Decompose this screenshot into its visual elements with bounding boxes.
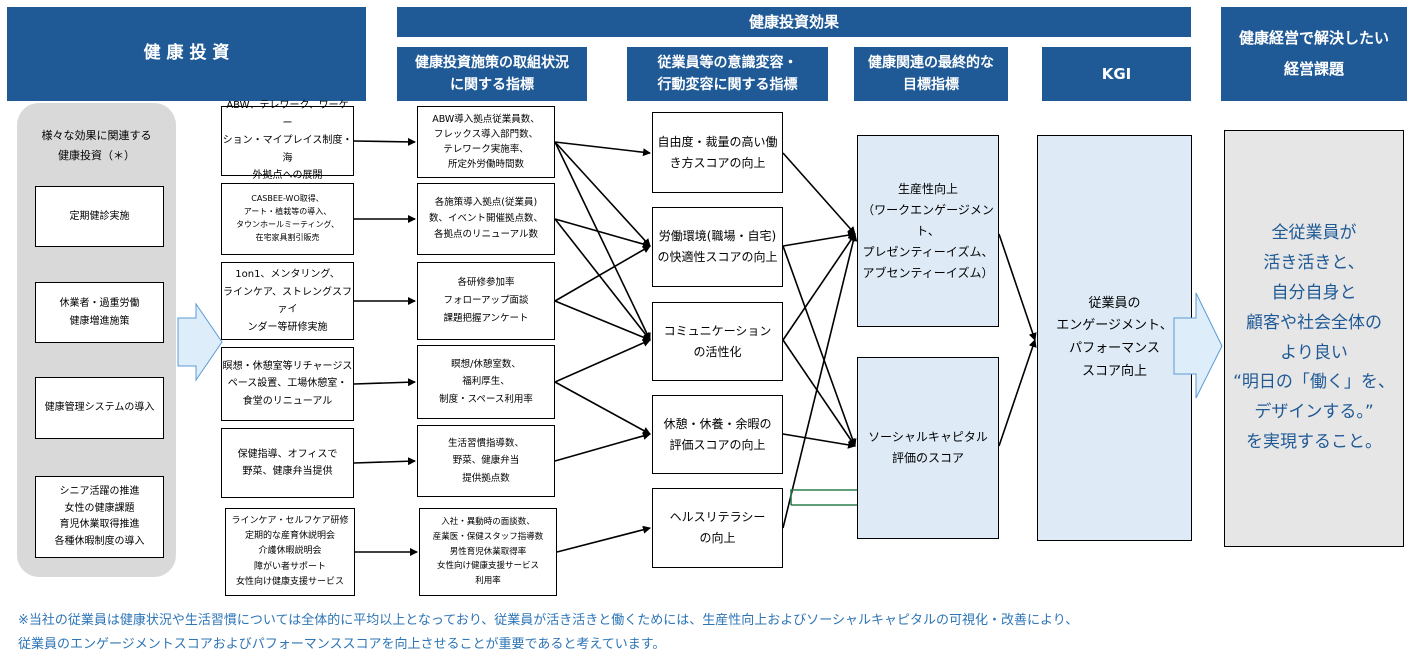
measure-training-support: ラインケア・セルフケア研修 定期的な産育休説明会 介護休暇説明会 障がい者サポー… — [225, 508, 355, 596]
header-investment: 健 康 投 資 — [7, 7, 366, 101]
indicator-training: 各研修参加率 フォローアップ面談 課題把握アンケート — [417, 262, 555, 340]
indicator-abw: ABW導入拠点従業員数、 フレックス導入部門数、 テレワーク実施率、 所定外労働… — [417, 106, 555, 178]
awareness-health-literacy: ヘルスリテラシー の向上 — [652, 488, 783, 568]
awareness-environment: 労働環境(職場・自宅) の快適性スコアの向上 — [652, 207, 783, 287]
header-initiative-indicators: 健康投資施策の取組状況 に関する指標 — [397, 47, 587, 101]
awareness-communication: コミュニケーション の活性化 — [652, 302, 783, 381]
header-management-issue: 健康経営で解決したい 経営課題 — [1221, 7, 1407, 101]
left-item-checkup: 定期健診実施 — [35, 186, 164, 247]
block-arrow-right — [1173, 292, 1223, 399]
health-investment-panel-title: 様々な効果に関連する 健康投資（＊） — [41, 129, 152, 162]
awareness-flexible-work: 自由度・裁量の高い働 き方スコアの向上 — [652, 112, 783, 193]
awareness-rest: 休憩・休養・余暇の 評価スコアの向上 — [652, 395, 783, 474]
header-awareness-indicators: 従業員等の意識変容・ 行動変容に関する指標 — [627, 47, 828, 101]
management-issue-statement: 全従業員が 活き活きと、 自分自身と 顧客や社会全体の より良い “明日の「働く… — [1224, 130, 1404, 547]
block-arrow-left — [177, 302, 223, 382]
final-productivity: 生産性向上 （ワークエンゲージメント、 プレゼンティーイズム、 アブセンティーイ… — [857, 135, 999, 327]
indicator-guidance: 生活習慣指導数、 野菜、健康弁当 提供拠点数 — [417, 425, 555, 497]
left-item-senior-women-leave: シニア活躍の推進 女性の健康課題 育児休業取得推進 各種休暇制度の導入 — [35, 476, 164, 558]
measure-casbee: CASBEE-WO取得、 アート・植栽等の導入、 タウンホールミーティング、 在… — [221, 183, 354, 255]
indicator-sites: 各施策導入拠点(従業員) 数、イベント開催拠点数、 各拠点のリニューアル数 — [417, 183, 555, 255]
kgi-engagement: 従業員の エンゲージメント、 パフォーマンス スコア向上 — [1037, 135, 1192, 541]
left-item-overwork: 休業者・過重労働 健康増進施策 — [35, 282, 164, 343]
measure-recharge-space: 瞑想・休憩室等リチャージス ペース設置、工場休憩室・ 食堂のリニューアル — [221, 347, 354, 421]
header-effect: 健康投資効果 — [397, 7, 1191, 37]
footnote-line-2: 従業員のエンゲージメントスコアおよびパフォーマンススコアを向上させることが重要で… — [18, 637, 666, 652]
measure-1on1: 1on1、メンタリング、 ラインケア、ストレングスファイ ンダー等研修実施 — [221, 262, 354, 340]
indicator-interviews: 入社・異動時の面談数、 産業医・保健スタッフ指導数 男性育児休業取得率 女性向け… — [419, 508, 557, 596]
measure-abw: ABW、テレワーク、ワーケー ション・マイプレイス制度・海 外拠点への展開 — [221, 100, 354, 182]
measure-health-guidance: 保健指導、オフィスで 野菜、健康弁当提供 — [221, 428, 354, 498]
final-social-capital: ソーシャルキャピタル 評価のスコア — [857, 357, 999, 539]
indicator-rest-rooms: 瞑想/休憩室数、 福利厚生、 制度・スペース利用率 — [417, 345, 555, 419]
footnote-line-1: ※当社の従業員は健康状況や生活習慣については全体的に平均以上となっており、従業員… — [18, 613, 1079, 628]
left-item-health-system: 健康管理システムの導入 — [35, 377, 164, 439]
header-kgi: KGI — [1042, 47, 1191, 101]
header-final-indicators: 健康関連の最終的な 目標指標 — [854, 47, 1008, 101]
